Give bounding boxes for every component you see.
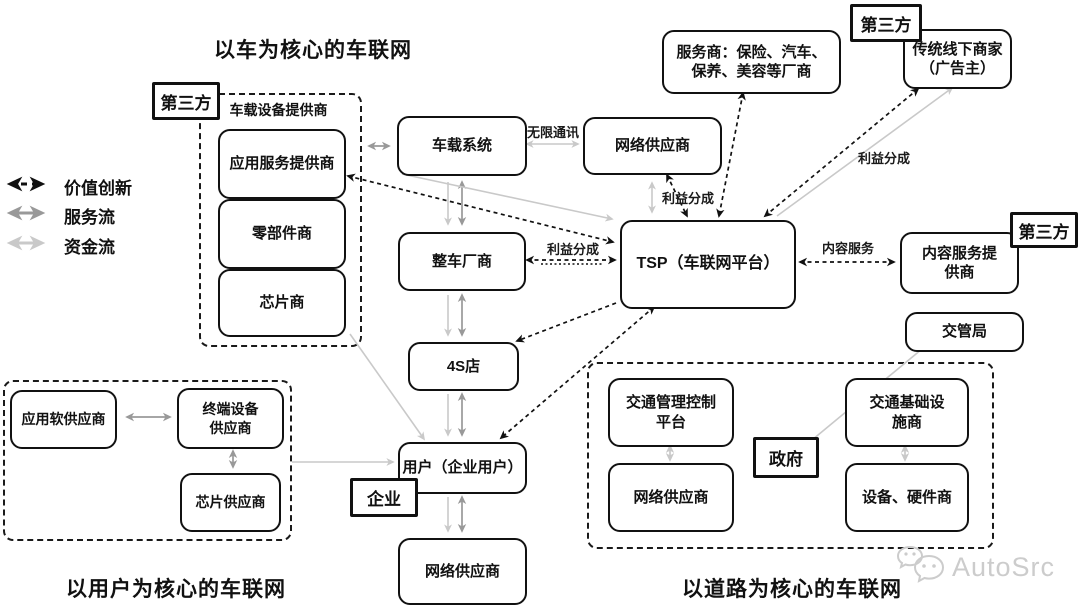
node-label: 用户（企业用户）	[402, 459, 523, 477]
third-party-tag-top: 第三方	[850, 4, 922, 42]
edge-oem-tsp	[525, 255, 617, 265]
edge-offline-merchants-tsp	[763, 87, 920, 218]
node-label: 车载系统	[431, 137, 492, 155]
node-label: 芯片商	[259, 294, 305, 312]
edge-network-top-tsp	[666, 173, 688, 218]
node-label: 应用服务提供商	[229, 155, 335, 173]
node-4s-store: 4S店	[408, 342, 519, 391]
node-network-provider-road: 网络供应商	[608, 463, 734, 532]
node-label: （广告主）	[919, 60, 995, 77]
edge-vehicle-system-tsp-light	[401, 173, 614, 222]
node-label: 整车厂商	[431, 252, 492, 270]
node-label: 设备、硬件商	[861, 488, 952, 506]
node-label: 网络供应商	[614, 137, 690, 155]
node-user: 用户（企业用户）	[398, 442, 527, 494]
watermark-brand-text: AutoSrc	[952, 552, 1056, 582]
node-tsp-platform: TSP（车联网平台）	[620, 220, 796, 309]
edge-label-wireless: 无限通讯	[526, 125, 579, 140]
edge-label-profit-share-mid: 利益分成	[661, 191, 714, 206]
chat-bubbles-icon	[896, 544, 948, 591]
edge-tsp-offline-merchants-light	[776, 86, 954, 217]
edge-tsp-user	[499, 305, 656, 440]
node-label: 零部件商	[251, 225, 312, 243]
node-label: 交通基础设	[869, 394, 945, 411]
node-chip-vendor: 芯片商	[218, 269, 346, 337]
edge-tsp-4s-store	[515, 302, 617, 343]
node-network-provider-top: 网络供应商	[583, 117, 722, 175]
government-tag: 政府	[753, 437, 819, 478]
node-oem: 整车厂商	[398, 232, 526, 291]
node-label: 施商	[891, 413, 922, 431]
region-user-centric	[3, 380, 292, 541]
title-car-centric: 以车为核心的车联网	[214, 39, 412, 62]
node-label: 传统线下商家	[912, 40, 1003, 58]
vehicle-device-provider-group-label: 车载设备提供商	[229, 102, 328, 118]
node-label: 4S店	[446, 357, 481, 375]
node-label: TSP（车联网平台）	[636, 255, 780, 273]
region-road-centric	[587, 362, 994, 549]
node-label: 内容服务提	[921, 244, 997, 262]
node-app-service-provider: 应用服务提供商	[218, 129, 346, 199]
node-service-merchants: 服务商：保险、汽车、 保养、美容等厂商	[662, 30, 841, 94]
node-label: 应用软供应商	[21, 411, 106, 428]
node-label: 终端设备	[202, 401, 259, 418]
node-label: 保养、美容等厂商	[691, 63, 812, 80]
node-traffic-bureau: 交管局	[905, 312, 1024, 352]
legend-label-capital-flow: 资金流	[64, 238, 115, 257]
edge-service-merchants-tsp	[716, 91, 746, 218]
node-parts-vendor: 零部件商	[218, 199, 346, 269]
enterprise-tag: 企业	[350, 478, 418, 517]
node-label: 平台	[655, 413, 686, 431]
third-party-tag-left: 第三方	[152, 82, 220, 120]
edge-label-profit-share-right: 利益分成	[857, 151, 910, 166]
node-app-soft-provider: 应用软供应商	[10, 390, 117, 449]
node-label: 供应商	[209, 419, 252, 436]
node-label: 网络供应商	[424, 562, 500, 580]
third-party-tag-right: 第三方	[1010, 212, 1078, 248]
node-label: 芯片供应商	[195, 494, 266, 511]
node-label: 网络供应商	[633, 488, 709, 506]
node-network-provider-bottom: 网络供应商	[398, 538, 527, 605]
legend-label-value-innovation: 价值创新	[64, 179, 132, 198]
watermark: AutoSrc	[896, 544, 1055, 591]
title-user-centric: 以用户为核心的车联网	[66, 578, 286, 601]
node-terminal-supplier: 终端设备 供应商	[177, 388, 284, 449]
node-label: 供商	[944, 264, 975, 281]
legend-label-service-flow: 服务流	[64, 208, 115, 227]
node-traffic-mgmt-platform: 交通管理控制 平台	[608, 378, 734, 447]
edge-label-content-service: 内容服务	[821, 241, 874, 256]
edge-label-profit-share-left: 利益分成	[546, 242, 599, 257]
title-road-centric: 以道路为核心的车联网	[682, 578, 902, 601]
node-vehicle-system: 车载系统	[397, 116, 527, 176]
node-traffic-infra: 交通基础设 施商	[845, 378, 969, 447]
edge-app-service-provider-tsp	[346, 173, 615, 245]
node-label: 交管局	[941, 323, 987, 341]
node-hardware-vendor: 设备、硬件商	[845, 463, 969, 532]
node-label: 服务商：保险、汽车、	[676, 43, 827, 61]
node-label: 交通管理控制	[625, 394, 716, 411]
node-chip-supplier: 芯片供应商	[180, 473, 281, 532]
edge-device-group-user-light	[349, 333, 426, 441]
node-content-provider: 内容服务提 供商	[900, 232, 1019, 294]
